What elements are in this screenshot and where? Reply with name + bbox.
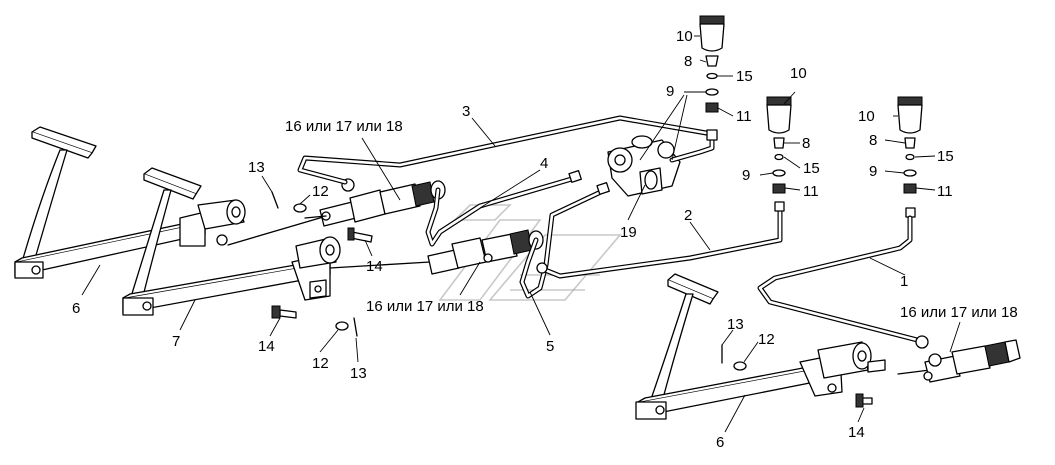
label-11-b: 11 — [803, 183, 819, 200]
hardware-left-pins — [271, 191, 373, 243]
label-16-middle: 16 или 17 или 18 — [366, 298, 484, 315]
label-9-c: 9 — [869, 163, 877, 180]
valve-block-19 — [607, 135, 681, 197]
label-5: 5 — [546, 338, 554, 355]
label-16-upper: 16 или 17 или 18 — [285, 118, 403, 135]
label-8-a: 8 — [684, 53, 692, 70]
label-13-c: 13 — [727, 316, 744, 333]
label-8-b: 8 — [802, 135, 810, 152]
label-10-c: 10 — [858, 108, 875, 125]
pipe-3 — [297, 115, 715, 185]
pipe-2 — [536, 203, 783, 279]
leader-lines — [81, 35, 961, 433]
label-6-right: 6 — [716, 434, 724, 451]
reservoir-assembly-c — [897, 96, 923, 218]
label-2: 2 — [684, 207, 692, 224]
label-14-c: 14 — [848, 424, 865, 441]
pipe-5 — [519, 182, 610, 299]
label-12-c: 12 — [758, 331, 775, 348]
pipe-1 — [757, 215, 929, 349]
pedal-assembly-6-right — [635, 273, 886, 420]
master-cylinder-upper — [227, 178, 446, 246]
reservoir-assembly-a — [699, 15, 725, 141]
part-labels: 10 8 15 9 11 10 8 15 9 11 10 8 15 9 11 3… — [72, 28, 1018, 451]
pedal-assembly-6-left — [14, 126, 246, 279]
pedal-assembly-7 — [122, 167, 341, 316]
hardware-right-pins — [721, 344, 873, 408]
label-14-a: 14 — [366, 258, 383, 275]
label-7: 7 — [172, 333, 180, 350]
label-6-left: 6 — [72, 300, 80, 317]
label-14-b: 14 — [258, 338, 275, 355]
label-8-c: 8 — [869, 132, 877, 149]
label-13-a: 13 — [248, 159, 265, 176]
master-cylinder-right — [897, 339, 1021, 383]
pipe-4 — [425, 170, 582, 247]
label-12-b: 12 — [312, 355, 329, 372]
hardware-center-pins — [271, 305, 358, 337]
label-15-c: 15 — [937, 148, 954, 165]
reservoir-assembly-b — [766, 96, 792, 212]
label-19: 19 — [620, 224, 637, 241]
label-15-b: 15 — [803, 160, 820, 177]
label-13-b: 13 — [350, 365, 367, 382]
label-15-a: 15 — [736, 68, 753, 85]
label-1: 1 — [900, 273, 908, 290]
label-11-c: 11 — [937, 183, 953, 200]
label-4: 4 — [540, 155, 548, 172]
label-10-b: 10 — [790, 65, 807, 82]
label-9-a: 9 — [666, 83, 674, 100]
label-10-a: 10 — [676, 28, 693, 45]
label-3: 3 — [462, 103, 470, 120]
label-12-a: 12 — [312, 183, 329, 200]
label-16-right: 16 или 17 или 18 — [900, 304, 1018, 321]
label-11-a: 11 — [736, 108, 752, 125]
label-9-b: 9 — [742, 167, 750, 184]
